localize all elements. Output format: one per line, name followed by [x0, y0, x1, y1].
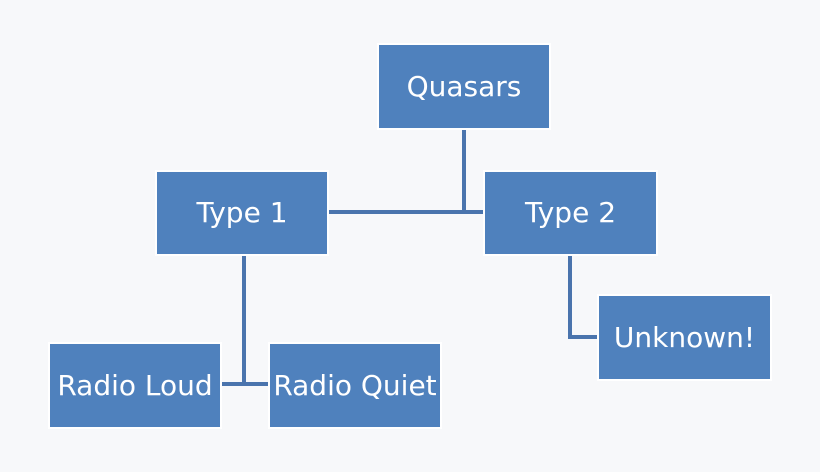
node-unknown: Unknown! — [597, 294, 772, 381]
node-quasars: Quasars — [377, 43, 551, 130]
node-type-1: Type 1 — [155, 170, 329, 256]
node-radio-quiet: Radio Quiet — [268, 342, 442, 429]
node-type-2: Type 2 — [483, 170, 658, 256]
node-radio-loud: Radio Loud — [48, 342, 222, 429]
